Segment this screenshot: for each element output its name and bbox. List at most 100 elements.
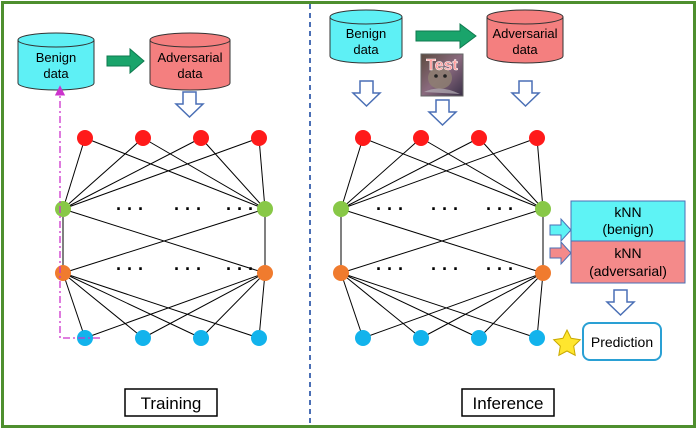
inference-edge-mid-bottom: [340, 272, 538, 339]
training-hidden-node-green: [55, 201, 71, 217]
inference-ellipsis-4: · · ·: [376, 259, 404, 279]
training-ellipsis-4: · · ·: [116, 259, 144, 279]
inference-benign-label-line2: data: [353, 42, 379, 57]
inference-output-node: [529, 130, 545, 146]
inference-benign-label-line1: Benign: [346, 26, 386, 41]
inference-ellipsis-1: · · ·: [376, 199, 404, 219]
training-ellipsis-1: · · ·: [116, 199, 144, 219]
knn-adversarial-label-line1: kNN: [614, 245, 641, 261]
training-input-node: [135, 330, 151, 346]
inference-hidden-node-green: [333, 201, 349, 217]
training-caption-box: [124, 388, 218, 417]
inference-ellipsis-6: · · ·: [486, 259, 514, 279]
training-adversarial-label-line2: data: [177, 66, 203, 81]
training-edge-mid-bottom: [84, 272, 266, 339]
inference-edge-top-mid: [340, 137, 538, 210]
training-input-node: [251, 330, 267, 346]
inference-edge-top-mid: [340, 137, 364, 210]
knn-benign-label-line1: kNN: [614, 204, 641, 220]
training-edge-top-mid: [200, 137, 266, 210]
inference-caption: Inference: [473, 394, 544, 413]
inference-down-arrow-left-icon: [351, 80, 382, 108]
inference-edge-top-mid: [420, 137, 544, 210]
inference-edge-top-mid: [340, 137, 422, 210]
inference-edge-mid-mid: [340, 208, 544, 274]
inference-edge-top-mid: [362, 137, 544, 210]
inference-network: [333, 130, 551, 346]
inference-input-node: [413, 330, 429, 346]
training-edge-top-mid: [142, 137, 266, 210]
inference-edge-mid-bottom: [536, 272, 544, 339]
training-edge-top-mid: [62, 137, 86, 210]
inference-output-node: [355, 130, 371, 146]
test-image: Test: [420, 53, 464, 97]
inference-hidden-node-orange: [333, 265, 349, 281]
training-hidden-node-orange: [257, 265, 273, 281]
test-image-label: Test: [426, 57, 458, 74]
training-edge-mid-bottom: [62, 272, 144, 339]
training-input-node: [193, 330, 209, 346]
inference-hidden-node-green: [535, 201, 551, 217]
training-down-arrow-icon: [174, 91, 205, 119]
inference-adversarial-label-line1: Adversarial: [492, 26, 557, 41]
inference-input-node: [471, 330, 487, 346]
training-edge-top-mid: [62, 137, 202, 210]
training-network-nodes: [55, 130, 273, 346]
inference-network-nodes: [333, 130, 551, 346]
training-edge-mid-bottom: [62, 272, 202, 339]
inference-hidden-node-orange: [535, 265, 551, 281]
inference-input-node: [355, 330, 371, 346]
inference-down-arrow-right-icon: [510, 80, 541, 108]
training-output-node: [77, 130, 93, 146]
prediction-box: [582, 322, 662, 361]
training-edge-mid-bottom: [142, 272, 266, 339]
training-ellipsis-3: · · ·: [226, 199, 254, 219]
inference-benign-data-cylinder: Benign data: [329, 9, 403, 64]
inference-edge-mid-bottom: [362, 272, 544, 339]
inference-ellipsis-3: · · ·: [486, 199, 514, 219]
training-output-node: [193, 130, 209, 146]
knn-benign-label-line2: (benign): [602, 221, 653, 237]
training-ellipsis-5: · · ·: [174, 259, 202, 279]
training-network: [55, 130, 273, 346]
knn-adversarial-label-line2: (adversarial): [589, 263, 667, 279]
inference-input-node: [529, 330, 545, 346]
training-caption: Training: [141, 394, 202, 413]
inference-edge-mid-bottom: [420, 272, 544, 339]
inference-panel: Benign data Adversarial data Test: [329, 9, 686, 417]
inference-output-node: [413, 130, 429, 146]
inference-edge-top-mid: [478, 137, 544, 210]
training-adversarial-data-cylinder: Adversarial data: [149, 32, 231, 91]
inference-edge-mid-bottom: [340, 272, 422, 339]
training-benign-label-line1: Benign: [36, 50, 76, 65]
inference-caption-box: [461, 388, 555, 417]
training-edge-mid-bottom: [62, 272, 260, 339]
inference-edge-mid-bottom: [340, 272, 480, 339]
training-edge-top-mid: [62, 137, 260, 210]
inference-ellipsis-2: · · ·: [431, 199, 459, 219]
inference-edge-top-mid: [536, 137, 544, 210]
training-edge-top-mid: [258, 137, 266, 210]
training-edge-mid-bottom: [200, 272, 266, 339]
training-edge-top-mid: [62, 137, 144, 210]
knn-adversarial-arrow-icon: [549, 240, 572, 266]
training-benign-data-cylinder: Benign data: [17, 32, 95, 91]
prediction-label: Prediction: [591, 334, 653, 350]
training-edge-top-mid: [84, 137, 266, 210]
inference-edge-top-mid: [340, 137, 480, 210]
training-ellipsis-2: · · ·: [174, 199, 202, 219]
inference-output-node: [471, 130, 487, 146]
training-adversarial-label-line1: Adversarial: [157, 50, 222, 65]
inference-green-arrow: [415, 23, 477, 49]
knn-adversarial-box: kNN (adversarial): [570, 240, 686, 284]
training-network-edges: [62, 137, 266, 339]
prediction-down-arrow-icon: [605, 289, 636, 317]
training-benign-label-line2: data: [43, 66, 69, 81]
inference-edge-mid-bottom: [340, 272, 364, 339]
training-output-node: [251, 130, 267, 146]
training-edge-mid-bottom: [62, 272, 86, 339]
training-feedback-arrow: [54, 85, 100, 339]
